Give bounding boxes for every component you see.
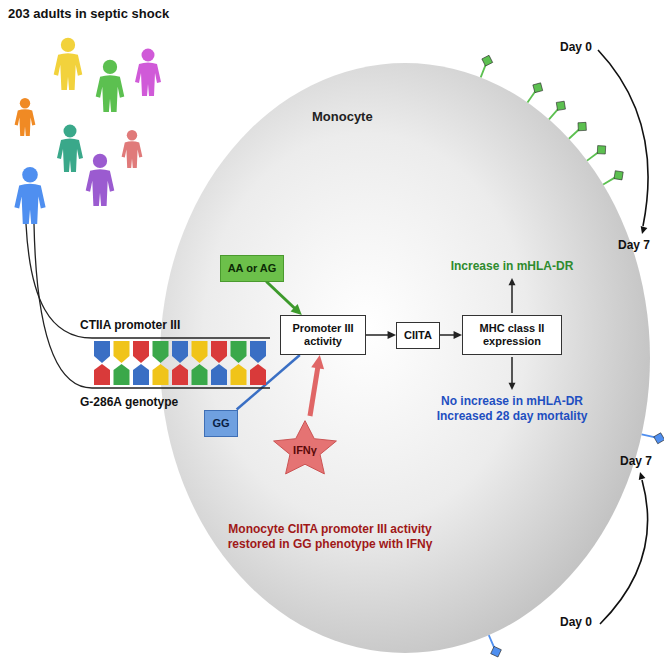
genotype-box: GG	[204, 410, 237, 437]
note-text: Monocyte CIITA promoter III activity res…	[205, 522, 455, 552]
arrow-head	[311, 355, 324, 369]
genotype-box: AA or AG	[220, 255, 285, 282]
outcome-arrow	[511, 284, 513, 313]
dna-strand	[34, 224, 270, 388]
person-figure	[15, 98, 36, 136]
connector-line	[266, 282, 295, 309]
day-label: Day 0	[560, 40, 592, 55]
star-outline	[274, 421, 337, 474]
receptor	[481, 55, 493, 77]
node-text: MHC class II expression	[470, 322, 554, 348]
arrow-head	[509, 278, 516, 285]
person-figure	[135, 49, 161, 97]
receptor	[549, 101, 565, 119]
time-arrow	[600, 480, 648, 624]
time-arrow	[598, 50, 648, 226]
cell-label: Monocyte	[312, 109, 373, 124]
person-figure	[54, 38, 83, 90]
connector	[366, 331, 396, 339]
receptor	[528, 83, 543, 103]
node-text: CIITA	[404, 329, 432, 342]
day-label: Day 0	[560, 615, 592, 630]
node-text: Promoter III activity	[288, 322, 358, 348]
day-label: Day 7	[618, 238, 650, 253]
person-figure	[14, 167, 45, 224]
arrow-head	[454, 331, 462, 339]
arrow-head	[639, 472, 646, 480]
node-text: IFNγ	[293, 444, 317, 457]
connector	[266, 282, 302, 316]
connector	[310, 355, 324, 416]
ifn-star: IFNγ	[272, 416, 338, 478]
connector-line	[310, 367, 318, 416]
receptor	[642, 433, 664, 444]
node-text: GG	[212, 417, 229, 430]
process-box: Promoter III activity	[280, 315, 366, 355]
dna-label: G-286A genotype	[80, 395, 178, 410]
dna-strand	[26, 224, 270, 338]
process-box: MHC class II expression	[462, 315, 562, 355]
arrow-head	[291, 304, 302, 315]
connector-line	[366, 334, 389, 336]
node-text: AA or AG	[228, 262, 277, 275]
title: 203 adults in septic shock	[8, 6, 169, 21]
arrow-head	[388, 331, 396, 339]
receptor	[603, 171, 623, 185]
person-figure	[96, 60, 125, 112]
cell-body	[160, 63, 650, 653]
connector	[440, 331, 462, 339]
day-label: Day 7	[620, 454, 652, 469]
dna-label: CTIIA promoter III	[80, 318, 180, 333]
person-figure	[122, 130, 143, 168]
process-box: CIITA	[396, 322, 440, 349]
receptor	[587, 146, 606, 161]
outcome-text: No increase in mHLA-DR Increased 28 day …	[426, 394, 598, 424]
outcome-text: Increase in mHLA-DR	[422, 259, 602, 274]
person-figure	[57, 125, 83, 173]
person-figure	[86, 154, 115, 206]
arrow-head	[641, 226, 648, 234]
outcome-arrow	[511, 357, 513, 384]
connector-line	[440, 334, 455, 336]
receptor	[569, 122, 586, 138]
receptor	[489, 635, 502, 657]
arrow-head	[509, 383, 516, 390]
